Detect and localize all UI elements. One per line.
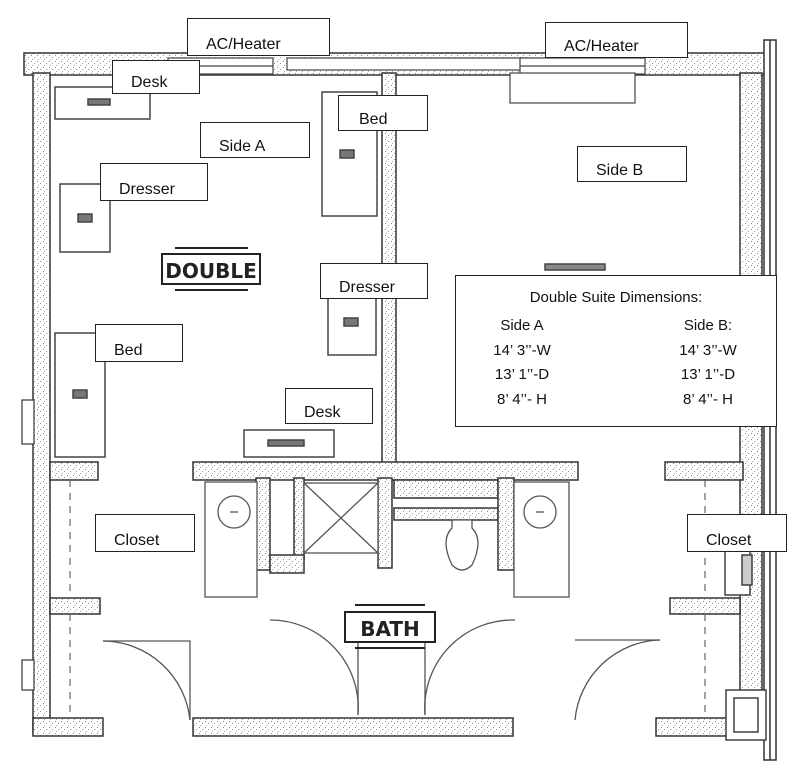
label-dresser-left-text: Dresser bbox=[119, 181, 176, 198]
side-b-height: 8’ 4’’- H bbox=[682, 390, 734, 408]
dimensions-panel: Double Suite Dimensions: Side A 14’ 3’’-… bbox=[455, 275, 777, 427]
label-desk-bottom: Desk bbox=[285, 388, 373, 424]
label-side-a-text: Side A bbox=[219, 138, 266, 155]
label-desk-top: Desk bbox=[112, 60, 200, 94]
right-closet-fixture bbox=[724, 544, 767, 741]
label-dresser-center-text: Dresser bbox=[339, 279, 396, 296]
label-ac-heater-b-text: AC/Heater bbox=[564, 38, 639, 55]
label-bed-center-text: Bed bbox=[359, 111, 388, 128]
west-stubs bbox=[21, 399, 35, 691]
room-tag-bath-text: BATH bbox=[360, 617, 420, 641]
label-bed-left: Bed bbox=[95, 324, 183, 362]
toilet bbox=[445, 519, 479, 571]
side-a-width: 14’ 3’’-W bbox=[493, 341, 551, 359]
side-a-header: Side A bbox=[500, 317, 544, 334]
label-desk-top-text: Desk bbox=[131, 74, 168, 91]
label-ac-heater-a-text: AC/Heater bbox=[206, 36, 281, 53]
dimensions-side-b: Side B: 14’ 3’’-W 13’ 1’’-D 8’ 4’’- H bbox=[668, 314, 748, 412]
interior-walls bbox=[32, 461, 747, 737]
side-b-fixture bbox=[544, 263, 606, 271]
label-ac-heater-a: AC/Heater bbox=[187, 18, 330, 56]
label-bed-center: Bed bbox=[338, 95, 428, 131]
label-bed-left-text: Bed bbox=[114, 342, 143, 359]
dimensions-title: Double Suite Dimensions: bbox=[529, 289, 703, 306]
side-b-header: Side B: bbox=[683, 317, 733, 334]
label-closet-right: Closet bbox=[687, 514, 787, 552]
room-tag-double: DOUBLE bbox=[161, 247, 261, 291]
label-side-a: Side A bbox=[200, 122, 310, 158]
room-tag-bath: BATH bbox=[344, 604, 436, 649]
side-b-width: 14’ 3’’-W bbox=[679, 341, 737, 359]
label-dresser-left: Dresser bbox=[100, 163, 208, 201]
side-a-height: 8’ 4’’- H bbox=[496, 390, 548, 408]
side-a-depth: 13’ 1’’-D bbox=[494, 366, 550, 383]
side-b-depth: 13’ 1’’-D bbox=[680, 366, 736, 383]
label-closet-left: Closet bbox=[95, 514, 195, 552]
label-closet-right-text: Closet bbox=[706, 532, 752, 549]
label-side-b: Side B bbox=[577, 146, 687, 182]
room-tag-double-text: DOUBLE bbox=[165, 259, 257, 283]
dimensions-side-a: Side A 14’ 3’’-W 13’ 1’’-D 8’ 4’’- H bbox=[482, 314, 562, 412]
label-side-b-text: Side B bbox=[596, 162, 644, 179]
west-wall bbox=[32, 72, 51, 734]
bath-fixtures bbox=[204, 481, 570, 598]
label-ac-heater-b: AC/Heater bbox=[545, 22, 688, 58]
label-desk-bottom-text: Desk bbox=[304, 404, 341, 421]
label-dresser-center: Dresser bbox=[320, 263, 428, 299]
label-closet-left-text: Closet bbox=[114, 532, 160, 549]
